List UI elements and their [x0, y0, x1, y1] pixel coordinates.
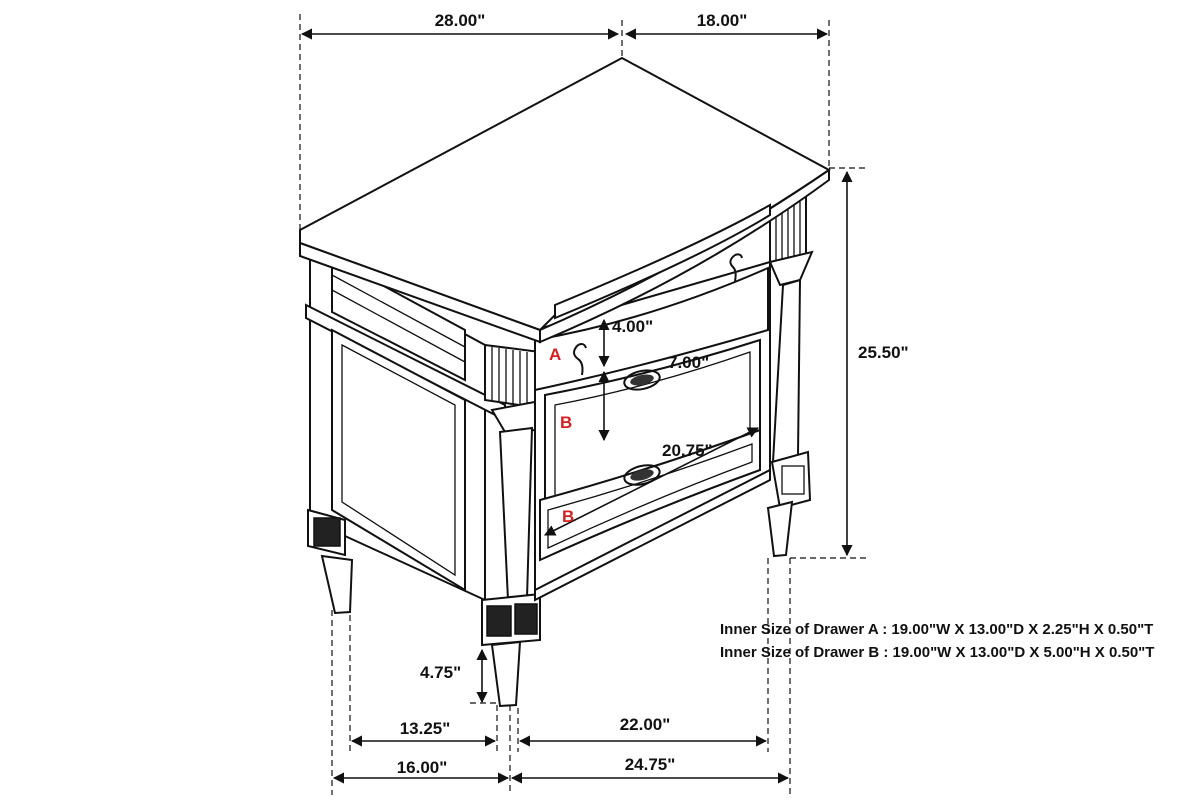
total-depth-label: 18.00" — [697, 11, 748, 30]
drawer-b-height-label: 7.00" — [668, 353, 709, 372]
inner-side-depth-label: 13.25" — [400, 719, 451, 738]
dimension-lines — [299, 14, 868, 795]
drawer-a-label: A — [549, 345, 561, 364]
leg-height-label: 4.75" — [420, 663, 461, 682]
dimension-labels: 28.00" 18.00" 25.50" 4.00" 7.00" 20.75" … — [397, 11, 909, 777]
total-width-label: 28.00" — [435, 11, 486, 30]
left-rear-leg — [307, 508, 354, 615]
drawer-a-height-label: 4.00" — [612, 317, 653, 336]
drawer-width-label: 20.75" — [662, 441, 713, 460]
drawer-b-lower-label: B — [562, 507, 574, 526]
drawer-a-inner-size-note: Inner Size of Drawer A : 19.00"W X 13.00… — [720, 621, 1153, 638]
left-front-post — [481, 343, 547, 708]
leg-side-depth-label: 16.00" — [397, 758, 448, 777]
drawer-b-inner-size-note: Inner Size of Drawer B : 19.00"W X 13.00… — [720, 644, 1154, 661]
nightstand-drawing — [299, 56, 831, 708]
left-side-panel — [305, 248, 506, 602]
drawer-b-upper-label: B — [560, 413, 572, 432]
right-rear-post — [766, 191, 814, 558]
leg-front-width-label: 24.75" — [625, 755, 676, 774]
inner-size-notes: Inner Size of Drawer A : 19.00"W X 13.00… — [720, 621, 1154, 661]
drawer-letter-labels: A B B — [549, 345, 574, 526]
total-height-label: 25.50" — [858, 343, 909, 362]
inner-front-width-label: 22.00" — [620, 715, 671, 734]
top-surface — [299, 56, 831, 344]
